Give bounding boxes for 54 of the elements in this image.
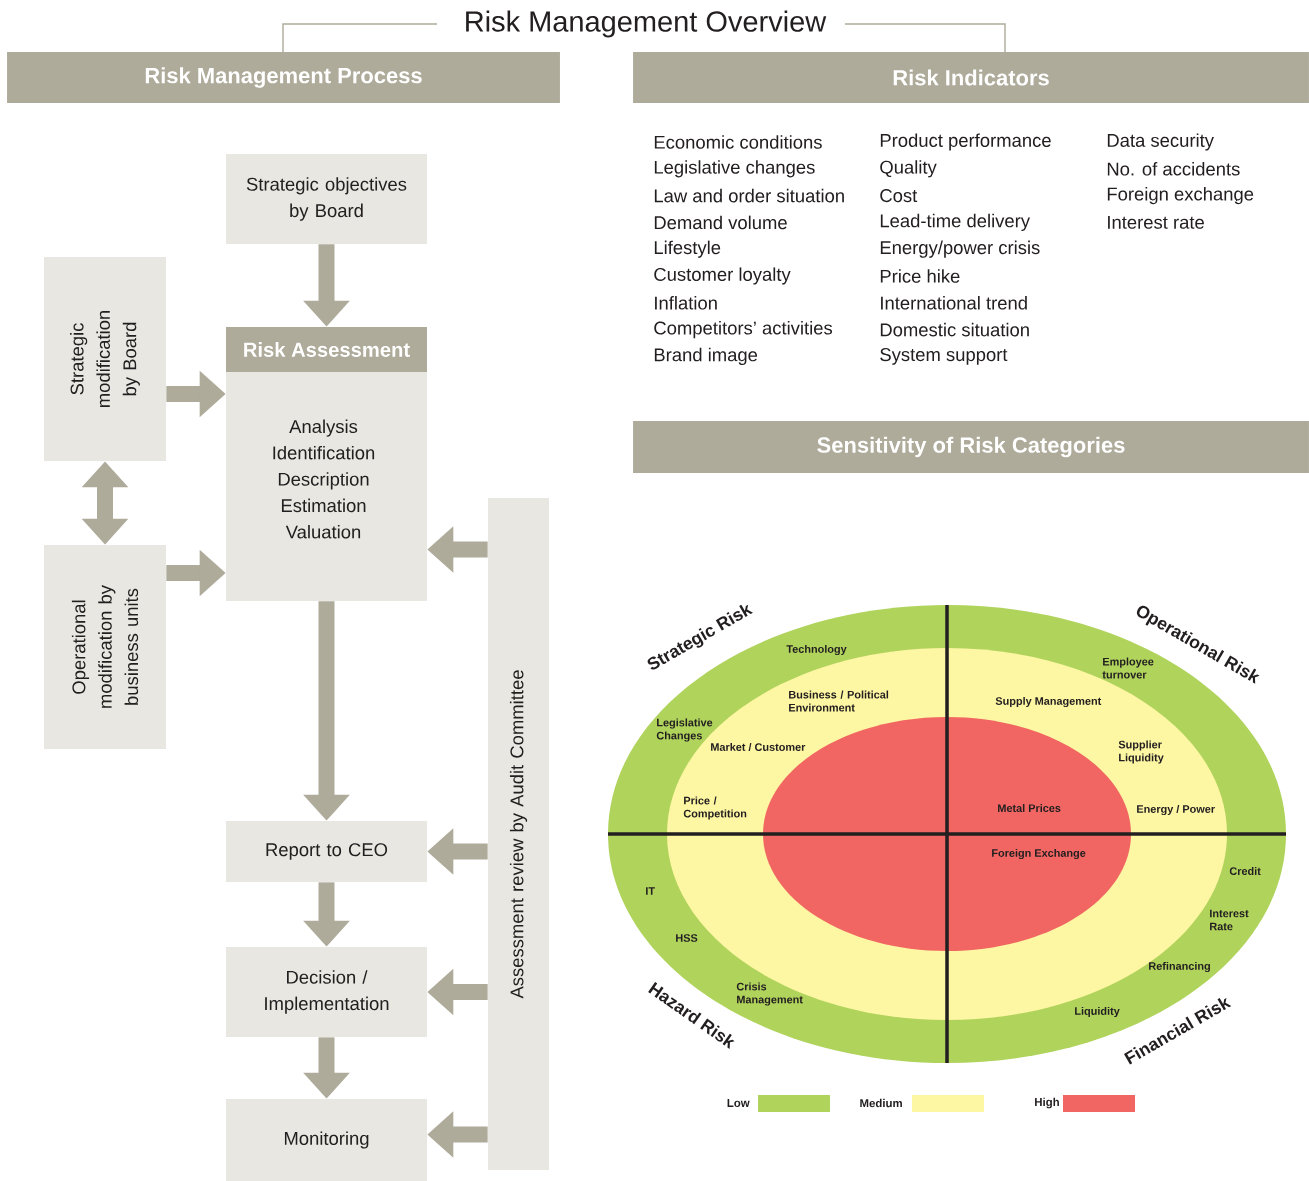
risk-label: Refinancing: [1149, 961, 1210, 973]
legend-label: Low: [727, 1099, 750, 1107]
title: Risk Management Overview: [466, 10, 827, 38]
risk-label: Supplier Liquidity: [1118, 740, 1164, 764]
process-box: Assessment review by Audit Committee: [488, 498, 549, 1170]
indicator-label: Lifestyle: [654, 240, 721, 258]
risk-label: HSS: [676, 934, 698, 942]
indicator-label: No. of accidents: [1107, 162, 1240, 176]
indicator-label: Lead-time delivery: [880, 213, 1030, 231]
risk-label: Business / Political Environment: [789, 690, 889, 712]
indicator-label: Cost: [880, 189, 918, 203]
indicator-label: System support: [880, 348, 1008, 365]
risk-label: Price / Competition: [683, 796, 747, 820]
indicator-label: Energy/power crisis: [880, 240, 1040, 258]
risk-label: Foreign Exchange: [992, 848, 1086, 860]
risk-label: Supply Management: [995, 696, 1102, 708]
process-box: Decision / Implementation: [226, 947, 427, 1037]
indicator-label: Domestic situation: [880, 322, 1029, 337]
process-box: Risk Assessment Analysis Identification Description Estimation Valuation: [226, 327, 427, 601]
indicator-label: Price hike: [880, 269, 960, 283]
risk-label: Technology: [786, 644, 847, 656]
process-box: Strategic modification by Board: [44, 257, 166, 461]
header-band: Risk Indicators: [633, 52, 1309, 103]
risk-label: Interest Rate: [1210, 909, 1249, 931]
risk-label: Crisis Management: [736, 982, 803, 1006]
header-band: Sensitivity of Risk Categories: [633, 421, 1309, 473]
indicator-label: Customer loyalty: [654, 267, 791, 285]
indicator-label: Competitors’ activities: [654, 321, 833, 339]
risk-label: Legislative Changes: [656, 718, 713, 742]
legend-label: High: [1035, 1097, 1059, 1109]
indicator-label: Inflation: [655, 296, 717, 310]
process-box: Monitoring: [226, 1099, 427, 1181]
indicator-label: Quality: [880, 160, 937, 178]
process-box: Operational modification by business units: [44, 545, 166, 749]
indicator-label: International trend: [881, 296, 1027, 310]
indicator-label: Law and order situation: [654, 188, 844, 203]
risk-label: Metal Prices: [998, 804, 1061, 812]
legend-label: Medium: [860, 1098, 902, 1108]
header-band: Risk Management Process: [7, 52, 560, 103]
indicator-label: Data security: [1107, 133, 1214, 151]
indicator-label: Interest rate: [1108, 216, 1204, 229]
risk-label: Liquidity: [1075, 1006, 1120, 1018]
risk-label: IT: [646, 887, 655, 895]
risk-label: Energy / Power: [1137, 804, 1215, 816]
indicator-label: Economic conditions: [654, 135, 822, 149]
process-box: Report to CEO: [226, 821, 427, 882]
indicator-label: Demand volume: [654, 215, 787, 230]
risk-label: Credit: [1229, 867, 1261, 875]
process-box: Strategic objectives by Board: [226, 154, 427, 244]
indicator-label: Brand image: [654, 347, 758, 365]
risk-label: Market / Customer: [711, 742, 806, 752]
indicator-label: Legislative changes: [654, 160, 815, 178]
indicator-label: Foreign exchange: [1107, 187, 1254, 205]
indicator-label: Product performance: [880, 133, 1051, 151]
